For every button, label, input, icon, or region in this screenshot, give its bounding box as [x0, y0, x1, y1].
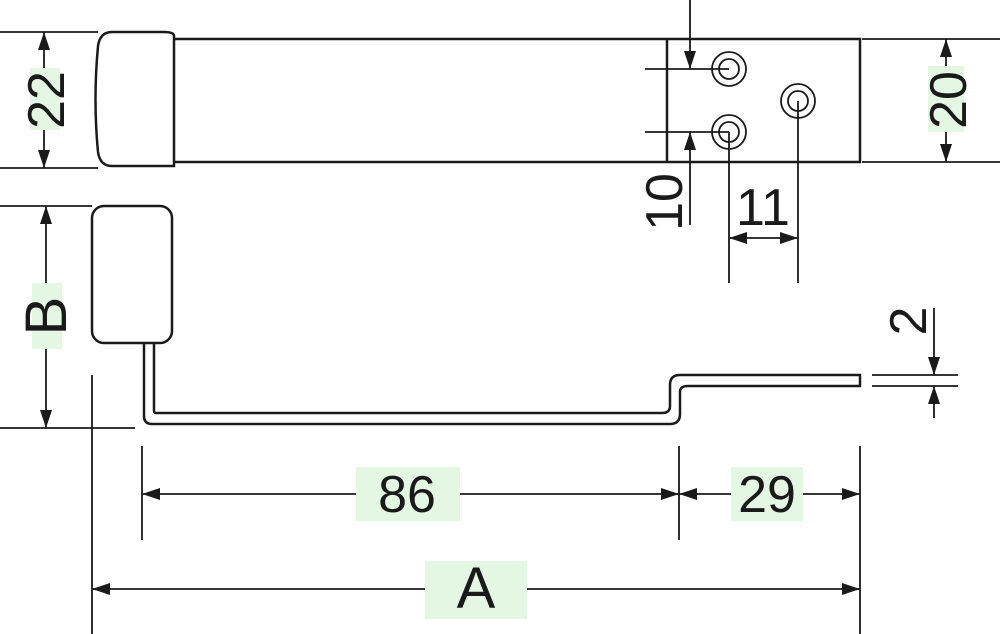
dim-86: 86	[141, 446, 680, 540]
dim-22-label: 22	[18, 71, 76, 129]
top-view	[94, 30, 862, 168]
dim-11: 11	[728, 101, 799, 283]
dim-A-label: A	[457, 556, 496, 621]
dim-20: 20	[862, 38, 1000, 163]
dim-B: B	[0, 205, 135, 429]
dim-29: 29	[679, 446, 861, 634]
side-bracket	[142, 343, 862, 426]
top-bar	[174, 37, 862, 164]
dim-29-label: 29	[738, 466, 796, 524]
dim-86-label: 86	[378, 466, 436, 524]
side-view	[90, 204, 862, 426]
dim-10-label: 10	[636, 173, 694, 231]
top-cap	[94, 30, 176, 168]
dim-2-label: 2	[880, 307, 938, 336]
dim-11-label: 11	[736, 179, 790, 237]
dim-A: A	[91, 375, 860, 634]
dim-2: 2	[872, 307, 958, 418]
dim-B-label: B	[14, 297, 79, 336]
dim-22: 22	[0, 31, 98, 169]
side-cap	[90, 204, 174, 345]
dim-20-label: 20	[920, 71, 978, 129]
dim-10: 10	[636, 0, 729, 231]
